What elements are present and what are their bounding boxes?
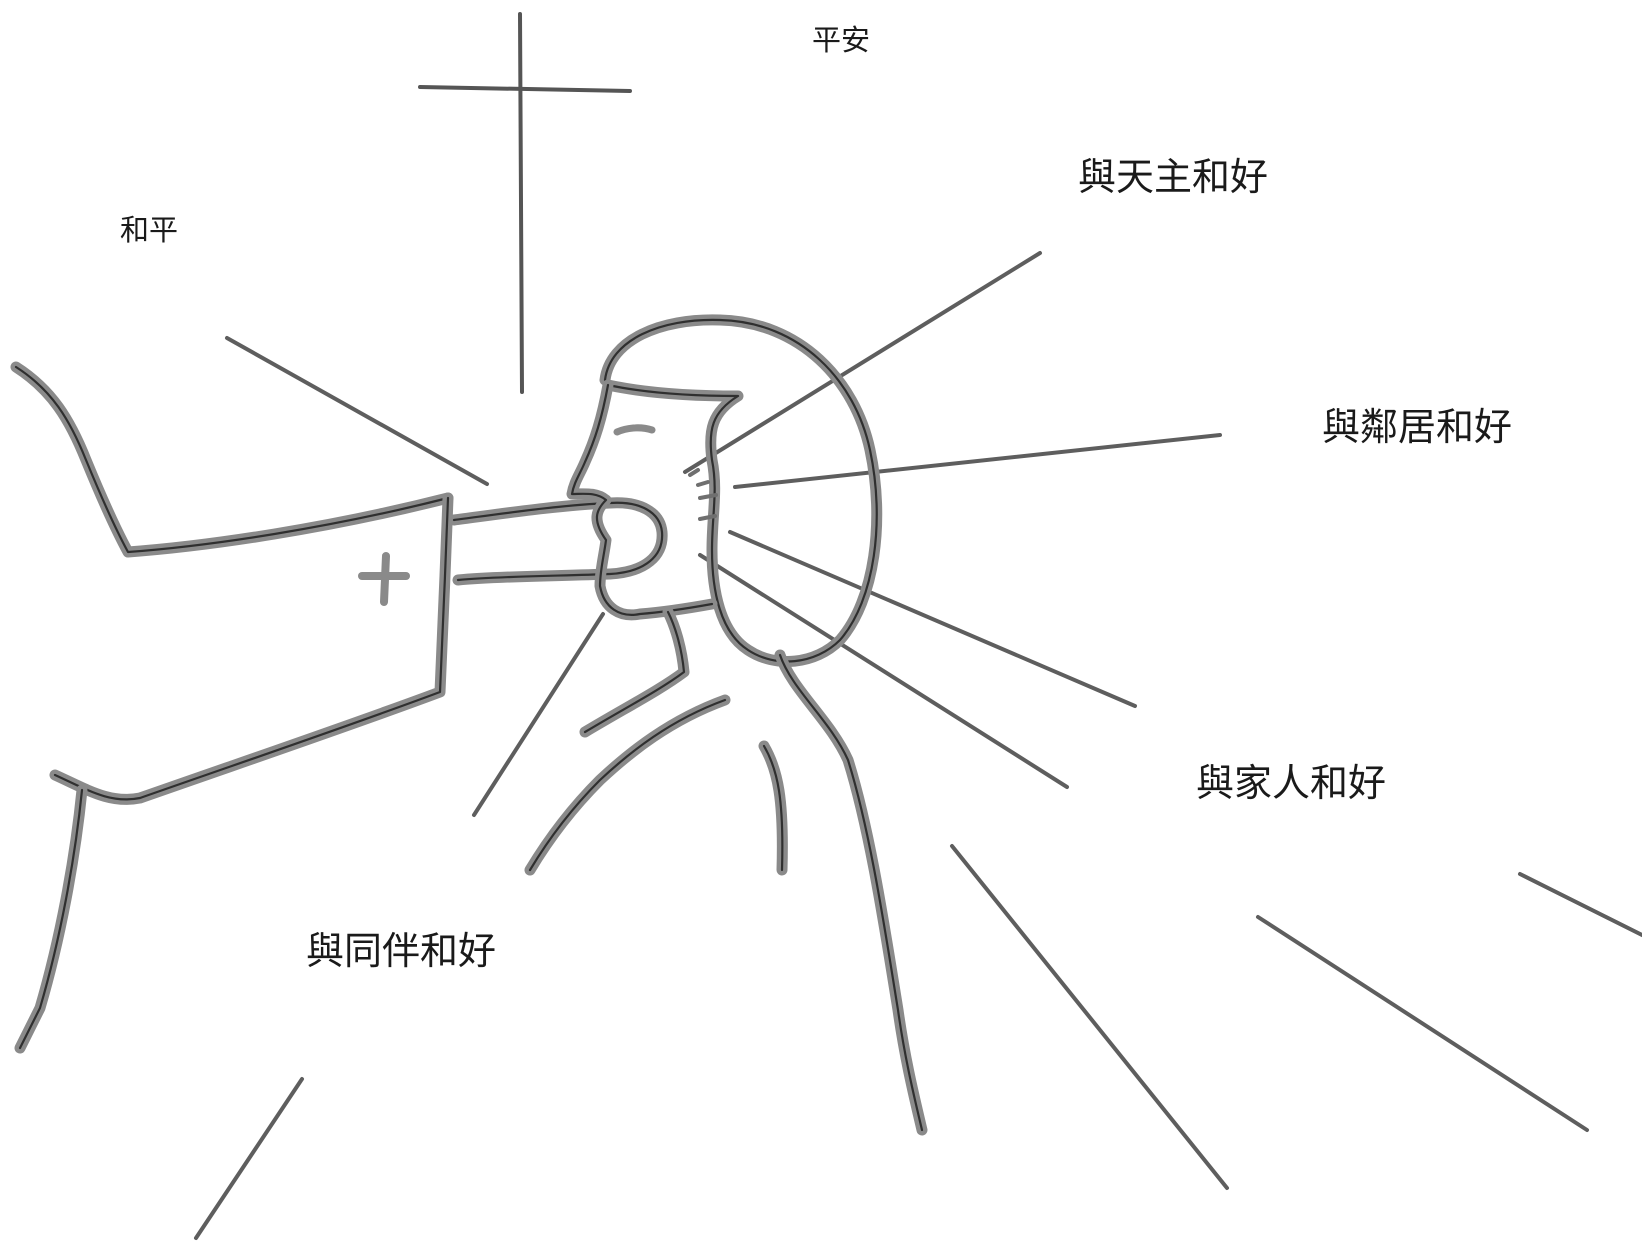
label-reconcile-god: 與天主和好 (1078, 155, 1269, 199)
figure-body-edge (14, 784, 88, 1054)
figure-hand (448, 497, 668, 586)
ray-bottom-right (1256, 915, 1589, 1132)
ray-upper-left (225, 336, 489, 486)
receiving-figure (524, 314, 928, 1136)
figure-neck (579, 606, 690, 738)
ray-to-neighbor (733, 433, 1222, 489)
label-reconcile-neighbor: 與鄰居和好 (1322, 405, 1513, 449)
figure-arm-upper (10, 361, 454, 558)
small-cross-icon (358, 552, 410, 606)
ray-bottom-left (194, 1077, 304, 1240)
radiating-rays (194, 251, 1642, 1240)
figure-sleeve-cuff (49, 492, 454, 805)
label-peace-top: 平安 (812, 23, 871, 57)
ray-right-2 (698, 553, 1069, 789)
label-reconcile-family: 與家人和好 (1196, 761, 1387, 805)
figure-back (774, 649, 928, 1136)
ray-right-1 (728, 530, 1137, 708)
ray-to-god (683, 251, 1042, 474)
label-reconcile-companion: 與同伴和好 (306, 929, 497, 973)
ray-bottom-mid (950, 844, 1229, 1190)
figure-shoulder-left (524, 694, 731, 876)
ray-lower-left (472, 612, 605, 817)
label-peace-left: 和平 (120, 213, 179, 247)
figure-eye (613, 424, 656, 436)
figure-face-profile (566, 379, 718, 621)
ray-far-right (1518, 872, 1642, 937)
reaching-figure (10, 361, 668, 1054)
latin-cross-icon (418, 12, 632, 394)
